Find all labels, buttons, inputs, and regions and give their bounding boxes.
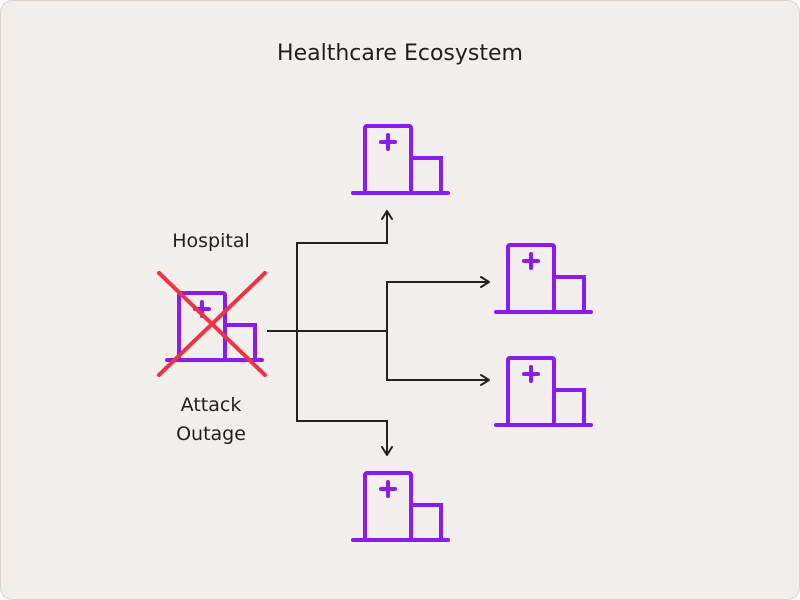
arrow-to-bottom bbox=[296, 331, 393, 456]
hospital-icon-lower-right bbox=[494, 356, 593, 427]
connector-lines bbox=[267, 210, 490, 456]
attack-outage-label: Attack Outage bbox=[151, 391, 271, 449]
source-hospital-label: Hospital bbox=[172, 230, 250, 252]
arrow-to-lower-right bbox=[386, 331, 490, 386]
hospital-icon-upper-right bbox=[494, 243, 593, 314]
red-x-icon bbox=[157, 271, 267, 377]
diagram-title: Healthcare Ecosystem bbox=[277, 41, 523, 66]
arrow-to-top bbox=[296, 210, 393, 331]
arrow-to-upper-right bbox=[386, 276, 490, 331]
hospital-icon-bottom bbox=[351, 471, 450, 542]
attack-text: Attack bbox=[180, 394, 242, 416]
hospital-icon-top bbox=[351, 124, 450, 195]
outage-text: Outage bbox=[176, 423, 246, 445]
